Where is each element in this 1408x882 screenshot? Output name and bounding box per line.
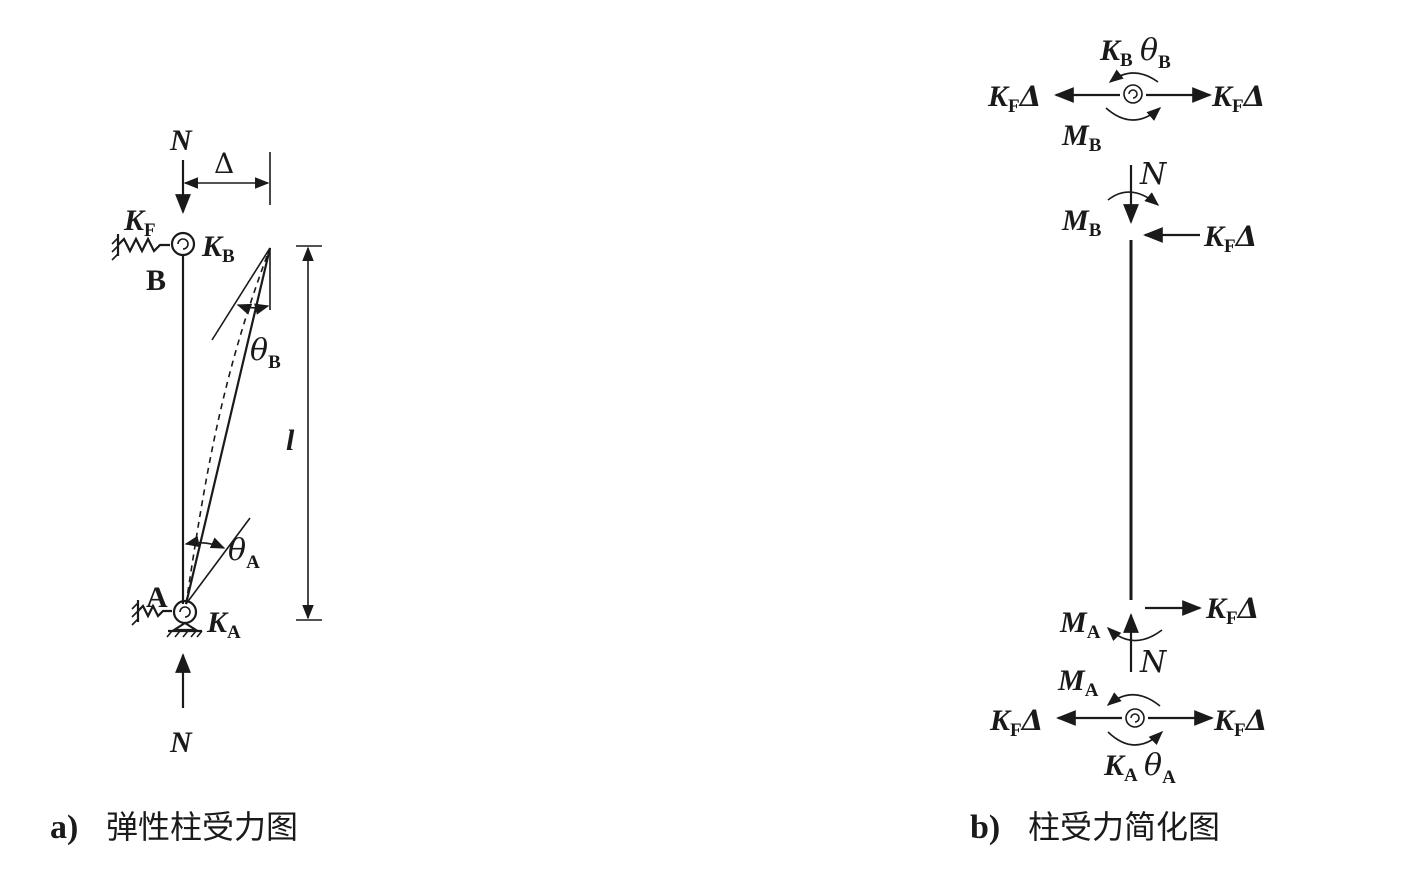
a-spring bbox=[137, 603, 172, 619]
label-top-right-force: KFΔ bbox=[1211, 80, 1265, 117]
hinge-a-spring bbox=[179, 606, 191, 618]
bot-moment-arc-upper bbox=[1106, 692, 1161, 707]
caption-a-text: 弹性柱受力图 bbox=[106, 808, 298, 846]
label-kb: KB bbox=[201, 230, 235, 267]
label-col-mb: MB bbox=[1061, 204, 1102, 241]
support-a-triangle bbox=[170, 621, 200, 632]
theta-a-arc bbox=[184, 535, 226, 549]
kf-spring bbox=[117, 236, 170, 254]
label-col-ma: MA bbox=[1059, 606, 1101, 643]
bot-node-spring-inner bbox=[1130, 713, 1140, 723]
support-a-hatch bbox=[166, 630, 203, 638]
label-top-theta-b: θB bbox=[1140, 33, 1171, 73]
label-bot-theta-a: θA bbox=[1144, 748, 1176, 788]
hinge-b-spring bbox=[177, 238, 189, 250]
label-bot-ka: KA bbox=[1103, 749, 1138, 786]
label-top-kb: KB bbox=[1099, 34, 1133, 71]
label-b: B bbox=[146, 264, 166, 297]
label-theta-a: θA bbox=[228, 533, 260, 573]
diagram-b: KB θB KFΔ KFΔ MB N MB KFΔ KFΔ MA N MA bbox=[970, 33, 1267, 846]
label-bot-ma: MA bbox=[1057, 664, 1099, 701]
label-delta: Δ bbox=[214, 147, 234, 180]
label-col-top-force: KFΔ bbox=[1203, 220, 1257, 257]
label-col-n-bottom: N bbox=[1139, 645, 1168, 680]
top-moment-arc-lower bbox=[1105, 107, 1162, 121]
caption-a-tag: a) bbox=[50, 809, 78, 846]
top-node-spring bbox=[1123, 84, 1143, 104]
label-bot-right-force: KFΔ bbox=[1213, 704, 1267, 741]
label-top-left-force: KFΔ bbox=[987, 80, 1041, 117]
label-col-bottom-force: KFΔ bbox=[1205, 592, 1259, 629]
col-ma-arc bbox=[1106, 627, 1163, 642]
tangent-b bbox=[211, 247, 271, 341]
label-l: l bbox=[286, 424, 295, 457]
caption-b-text: 柱受力简化图 bbox=[1028, 808, 1220, 846]
label-col-n-top: N bbox=[1139, 157, 1168, 192]
kf-wall-hatch bbox=[111, 237, 119, 261]
label-top-mb: MB bbox=[1061, 119, 1102, 156]
label-kf: KF bbox=[123, 204, 156, 241]
bot-node-spring bbox=[1125, 708, 1145, 728]
top-node-spring-inner bbox=[1128, 89, 1138, 99]
label-ka: KA bbox=[206, 606, 241, 643]
hinge-b bbox=[170, 231, 196, 257]
label-theta-b: θB bbox=[250, 333, 281, 373]
label-a: A bbox=[146, 581, 168, 614]
label-bot-left-force: KFΔ bbox=[989, 704, 1043, 741]
a-wall-hatch bbox=[131, 602, 139, 626]
diagram-a: N Δ KF B KB θB θA l bbox=[50, 124, 322, 846]
col-mb-arc bbox=[1107, 191, 1160, 206]
top-moment-arc-upper bbox=[1108, 69, 1159, 83]
hinge-a bbox=[172, 599, 198, 625]
column-deflected-curve bbox=[185, 247, 271, 605]
tangent-a bbox=[185, 517, 251, 605]
label-n-bottom: N bbox=[169, 726, 193, 759]
caption-b-tag: b) bbox=[970, 809, 1000, 846]
theta-b-arc bbox=[236, 303, 270, 315]
bot-moment-arc-lower bbox=[1107, 731, 1164, 746]
label-n-top: N bbox=[169, 124, 193, 157]
